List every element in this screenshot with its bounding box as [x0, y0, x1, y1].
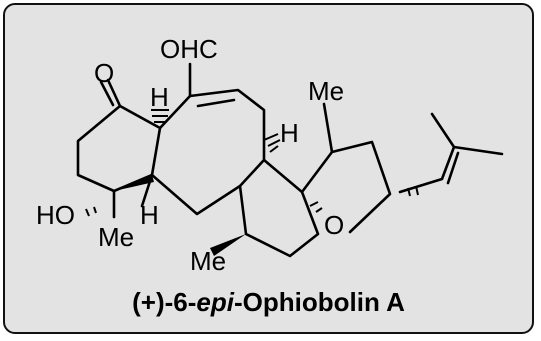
label-me-bottom: Me [190, 246, 226, 276]
label-me-right: Me [308, 76, 344, 106]
molecule-card: OHC O H H Me HO H Me Me O (+)-6-epi-Ophi… [3, 3, 534, 334]
label-me-left: Me [98, 222, 134, 252]
compound-name-suffix: -Ophiobolin A [233, 287, 405, 317]
compound-name: (+)-6-epi-Ophiobolin A [5, 287, 532, 318]
stereo-hashes [85, 109, 419, 217]
label-ohc: OHC [160, 34, 218, 64]
label-h-top: H [150, 82, 169, 112]
label-ho: HO [36, 200, 75, 230]
stereo-wedges [114, 175, 246, 256]
label-ketone-o: O [94, 58, 114, 88]
bond-skeleton [76, 62, 504, 258]
compound-name-prefix: (+)-6- [132, 287, 197, 317]
label-ring-o: O [324, 210, 344, 240]
label-h-bottom: H [140, 200, 159, 230]
compound-name-italic: epi [196, 287, 234, 317]
label-h-right: H [280, 118, 299, 148]
structure-diagram: OHC O H H Me HO H Me Me O [36, 34, 504, 276]
